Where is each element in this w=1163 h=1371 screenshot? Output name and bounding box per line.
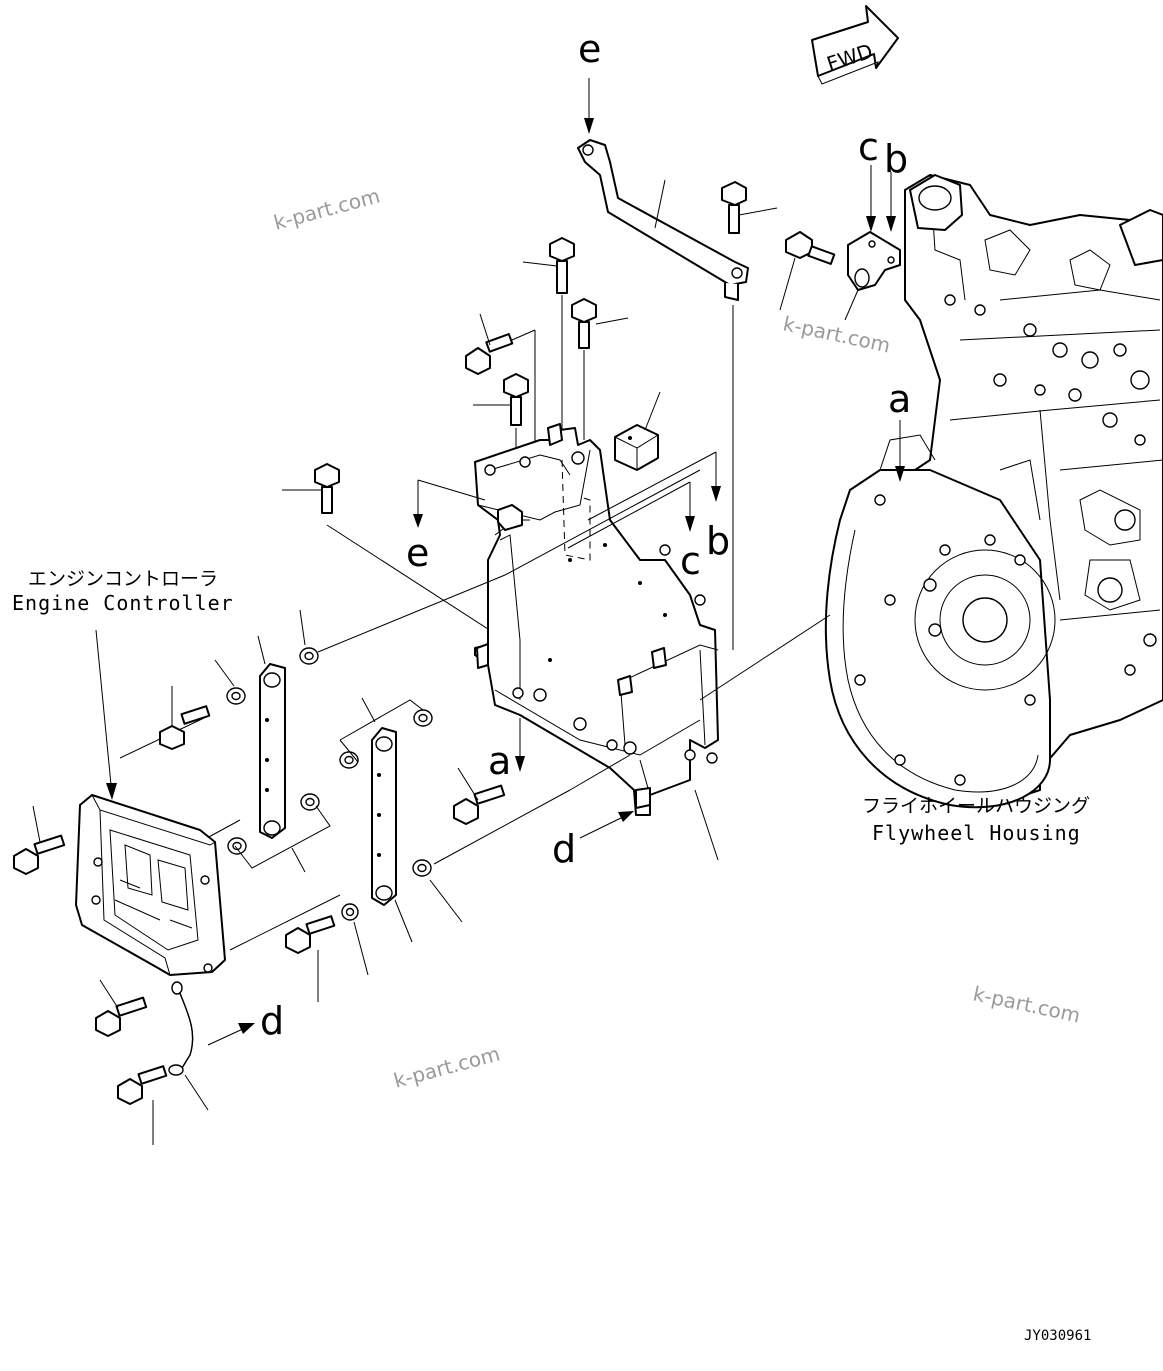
callout-d-left: d [260, 999, 284, 1043]
watermark-2: k-part.com [781, 311, 893, 357]
watermark-1: k-part.com [271, 183, 382, 234]
bolt-far-left [282, 463, 506, 641]
figure-id: JY030961 [1024, 1328, 1091, 1344]
main-bracket-drawing [474, 423, 719, 816]
ground-cable-drawing [168, 981, 209, 1111]
engine-controller-drawing [75, 629, 226, 976]
fwd-arrow-icon: FWD [811, 5, 899, 85]
bolt-ground-lower [117, 1065, 168, 1145]
bolt-left-top [465, 313, 536, 455]
bolt-center-mid [571, 298, 629, 440]
collar-set [226, 647, 433, 921]
clamp-bracket-drawing [844, 231, 901, 321]
callout-a-lower: a [488, 739, 511, 783]
callout-c-upper: c [858, 125, 879, 169]
link-plate-upper [257, 635, 286, 839]
callout-e-lower: e [406, 531, 429, 575]
bolt-top-cb [779, 231, 836, 311]
callout-c-lower: c [680, 539, 701, 583]
bolt-top-right [721, 181, 778, 650]
upper-stay-drawing [577, 139, 749, 301]
callout-a-upper: a [888, 377, 911, 421]
callout-e-upper: e [578, 27, 601, 71]
bolt-link-upper [159, 686, 211, 750]
engine-controller-label-en: Engine Controller [12, 591, 234, 615]
bolt-link-lower [285, 915, 336, 1002]
callout-b-upper: b [884, 137, 908, 181]
flywheel-housing-label-en: Flywheel Housing [872, 821, 1081, 845]
engine-controller-label-jp: エンジンコントローラ [28, 568, 218, 590]
watermark-3: k-part.com [971, 981, 1083, 1027]
bolt-ground-upper [95, 979, 148, 1037]
callout-b-lower: b [706, 519, 730, 563]
callout-d-right: d [552, 827, 576, 871]
link-plate-lower [371, 727, 413, 943]
flywheel-housing-label-jp: フライホイールハウジング [862, 795, 1090, 817]
bolt-center-top [522, 237, 575, 430]
bolt-bracket-a [453, 767, 506, 825]
connector-block-drawing [614, 391, 661, 471]
flywheel-housing-drawing [824, 434, 1056, 809]
callout-arrows [207, 78, 905, 1046]
bolt-left-mid [473, 373, 529, 455]
bolt-controller [13, 805, 66, 875]
watermark-4: k-part.com [391, 1041, 502, 1092]
